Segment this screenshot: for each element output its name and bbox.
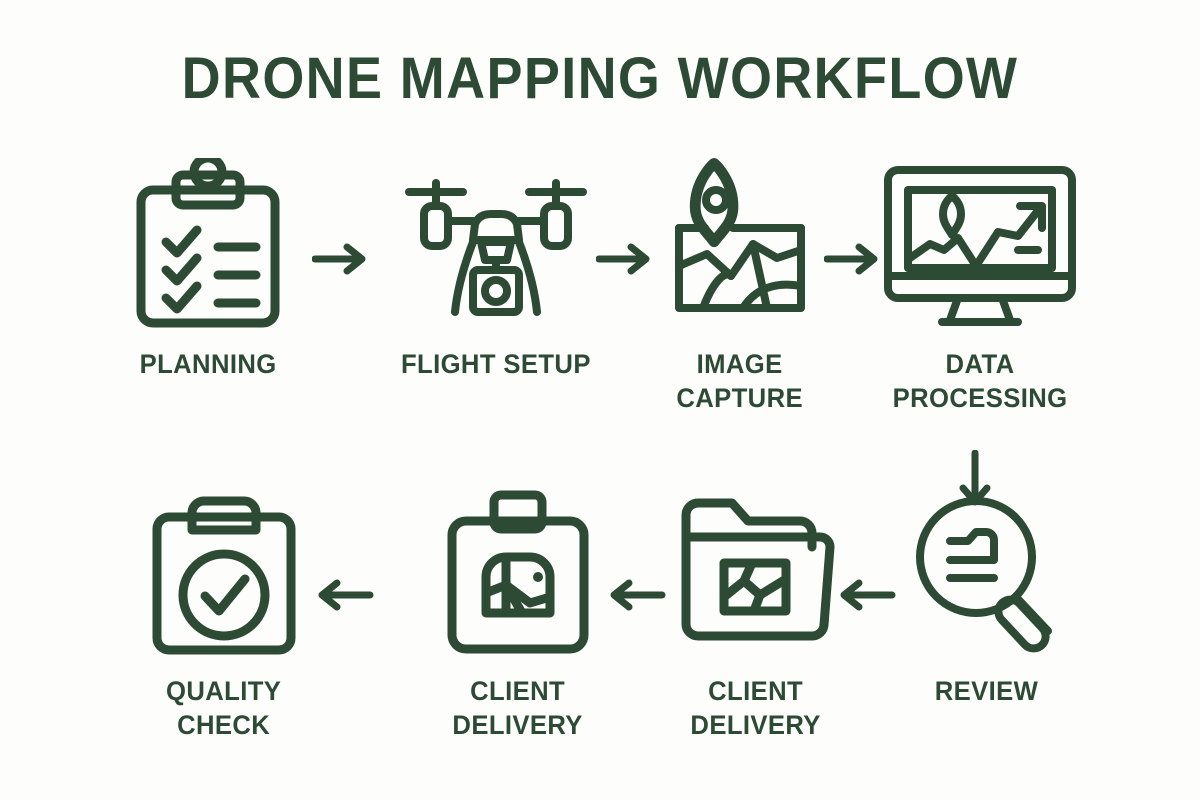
arrow-left-icon [308, 578, 374, 612]
arrow-right-icon [596, 242, 654, 276]
step-label: DATA PROCESSING [892, 349, 1068, 413]
step-image-capture[interactable]: IMAGE CAPTURE [640, 158, 840, 415]
page-title: DRONE MAPPING WORKFLOW [181, 46, 1019, 111]
step-client-delivery-folder[interactable]: CLIENT DELIVERY [656, 485, 856, 742]
desktop-monitor-chart-icon [880, 158, 1080, 333]
step-flight-setup[interactable]: FLIGHT SETUP [396, 158, 596, 381]
arrow-left-icon [600, 578, 666, 612]
step-planning[interactable]: PLANNING [108, 158, 308, 381]
step-review[interactable]: REVIEW [886, 485, 1086, 708]
step-label: FLIGHT SETUP [401, 349, 591, 379]
arrow-right-icon [312, 242, 370, 276]
folder-map-icon [674, 485, 839, 660]
drone-quadcopter-icon [401, 158, 591, 333]
map-photo-pin-icon [665, 158, 815, 333]
clipboard-checklist-icon [128, 158, 288, 333]
step-data-processing[interactable]: DATA PROCESSING [880, 158, 1080, 415]
step-client-delivery-package[interactable]: CLIENT DELIVERY [418, 485, 618, 742]
arrow-left-icon [830, 578, 896, 612]
clipboard-map-package-icon [438, 485, 598, 660]
magnifier-document-icon [906, 485, 1066, 660]
step-label: CLIENT DELIVERY [690, 676, 822, 740]
step-label: QUALITY CHECK [166, 676, 282, 740]
step-label: PLANNING [139, 349, 277, 379]
arrow-right-icon [824, 242, 882, 276]
step-quality-check[interactable]: QUALITY CHECK [124, 485, 324, 742]
step-label: IMAGE CAPTURE [676, 349, 804, 413]
clipboard-check-circle-icon [144, 485, 304, 660]
step-label: CLIENT DELIVERY [452, 676, 584, 740]
step-label: REVIEW [934, 676, 1038, 706]
